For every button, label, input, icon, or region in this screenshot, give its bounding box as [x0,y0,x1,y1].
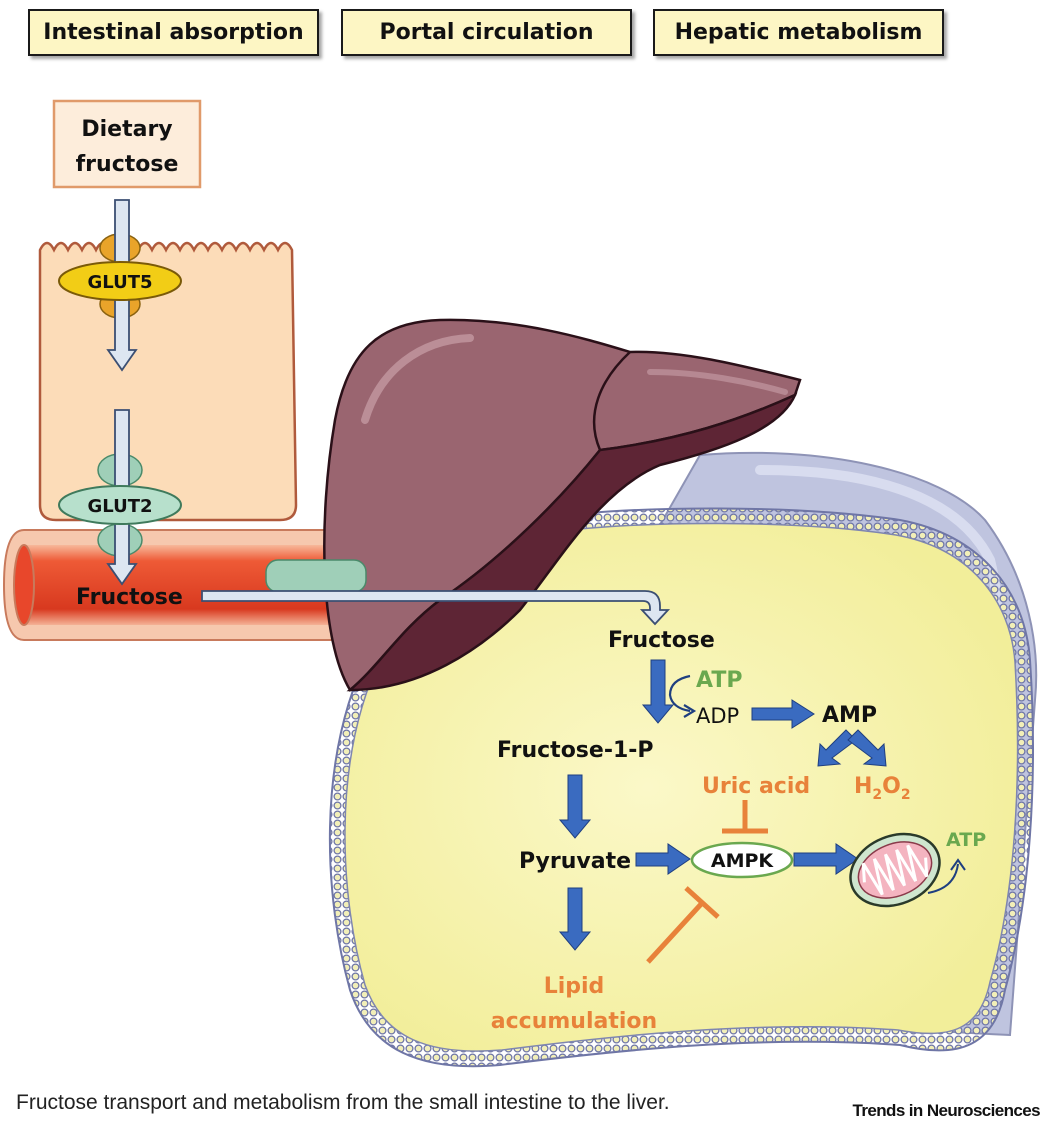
inhibit-uric-acid [722,800,768,834]
arrow-atp-produced-head [950,858,966,871]
label-fructose: Fructose [608,628,715,653]
mitochondrion-icon [849,832,941,908]
glut2-label: GLUT2 [87,496,152,517]
header-hepatic-metabolism: Hepatic metabolism [653,9,944,56]
arrow-f1p-to-pyruvate [558,774,592,839]
dietary-line1: Dietary [81,117,172,142]
label-atp-in: ATP [696,668,742,693]
hepatocyte-cytoplasm [344,522,1019,1052]
label-lipid-line1: Lipid [544,974,605,999]
portal-transporter [265,559,367,593]
dietary-line2: fructose [76,152,179,177]
label-pyruvate: Pyruvate [519,849,631,874]
label-adp: ADP [696,704,739,728]
glut5-label-oval [58,261,182,301]
arrow-atp-produced [927,863,959,894]
arrow-adp-to-amp [751,699,815,729]
inhibit-lipid [646,886,720,964]
vessel-fructose-label: Fructose [76,585,183,610]
h2o2-h: H [854,774,872,799]
glut5-label: GLUT5 [87,272,152,293]
label-atp-out: ATP [946,829,986,851]
arrow-amp-to-h2o2 [847,729,887,767]
label-amp: AMP [822,703,877,728]
arrow-ampk-to-mitochondrion [793,843,859,875]
h2o2-sub2: 2 [901,787,911,803]
arrow-atp-consumed [668,674,691,713]
label-ampk: AMPK [711,850,775,872]
svg-text:H2O2: H2O2 [854,774,911,803]
figure-caption: Fructose transport and metabolism from t… [16,1091,670,1114]
dietary-fructose-box [52,99,202,189]
label-h2o2: H2O2 [854,774,911,803]
arrow-pyruvate-to-lipid [558,887,592,951]
h2o2-o: O [882,774,901,799]
header-intestinal-absorption: Intestinal absorption [28,9,319,56]
label-fructose-1-p: Fructose-1-P [497,738,654,763]
arrow-atp-consumed-head [683,704,697,718]
arrow-pyruvate-to-ampk [635,843,691,875]
journal-logo: Trends in Neurosciences [852,1101,1041,1120]
h2o2-sub1: 2 [872,787,882,803]
glut2-label-oval [58,485,182,525]
ampk-oval [690,841,794,879]
arrow-vessel-to-liver [201,590,671,626]
label-lipid-line2: accumulation [491,1009,657,1034]
header-portal-circulation: Portal circulation [341,9,632,56]
label-uric-acid: Uric acid [702,774,810,799]
arrow-fructose-to-f1p [641,659,675,724]
